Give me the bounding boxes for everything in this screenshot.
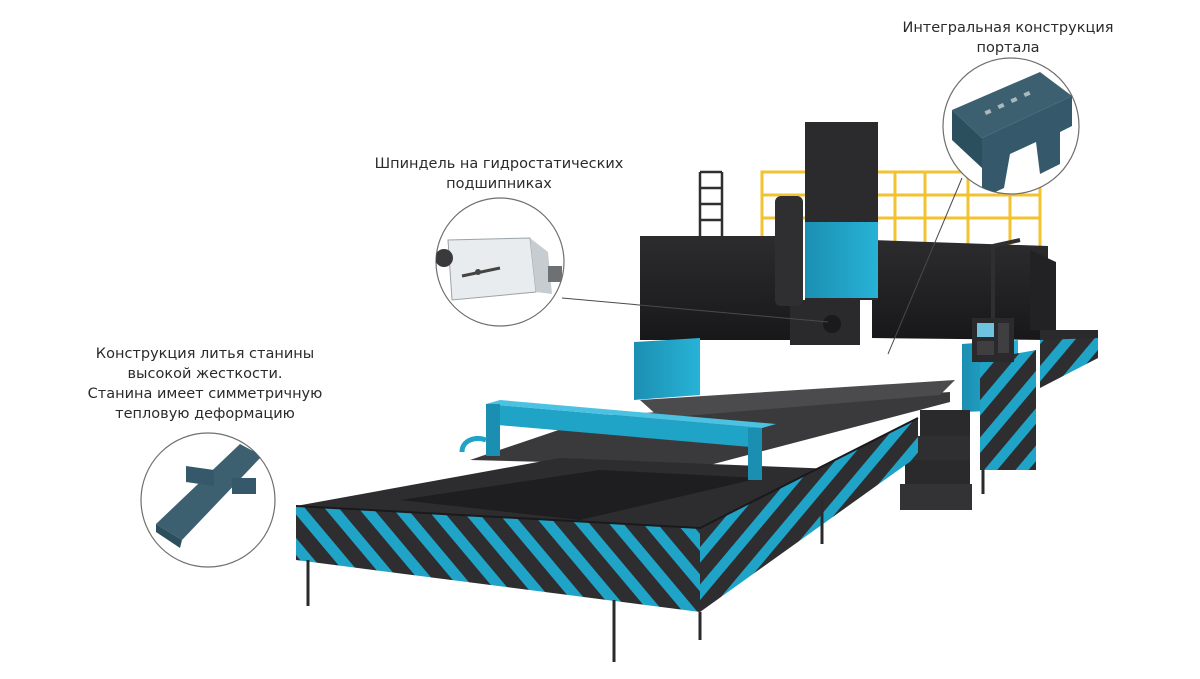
worktable-top	[640, 380, 955, 418]
spindle-callout-line1: Шпиндель на гидростатических	[374, 156, 624, 172]
portal-callout-line1: Интегральная конструкция	[902, 20, 1114, 36]
gantry-left-leg	[634, 338, 700, 400]
spindle-callout-line2: подшипниках	[446, 176, 552, 192]
cnc-control-panel	[972, 238, 1021, 362]
portal-casting-icon	[952, 72, 1072, 194]
ram-blue-band	[805, 222, 878, 298]
ram-counterweight	[775, 196, 803, 306]
portal-leader-line	[887, 177, 963, 355]
gantry-right-panel	[872, 240, 1048, 340]
portal-callout-label: Интегральная конструкция портала	[892, 18, 1124, 58]
bed-casting-icon	[156, 444, 262, 548]
bed-front-stripes	[296, 506, 700, 612]
gantry-beam-end	[1030, 250, 1056, 330]
bed-callout-line3: Станина имеет симметричную	[87, 386, 323, 402]
bed-callout-line2: высокой жесткости.	[127, 366, 283, 382]
spindle-detail-callout	[435, 197, 565, 327]
gantry-left-panel	[640, 236, 790, 340]
machine	[295, 122, 1098, 662]
bed-callout-line1: Конструкция литья станины	[95, 346, 315, 362]
bed-callout-line4: тепловую деформацию	[115, 406, 295, 422]
workpiece-plate	[400, 470, 760, 520]
access-steps	[900, 410, 972, 510]
bed-detail-callout	[140, 432, 276, 568]
spindle-leader-line	[561, 297, 829, 323]
ladder	[698, 170, 724, 238]
bed-callout-label: Конструкция литья станины высокой жестко…	[80, 344, 330, 424]
bed-side-stripes	[700, 418, 918, 612]
spindle-unit-icon	[436, 237, 562, 301]
blue-crossbeam	[459, 400, 776, 480]
spindle-callout-label: Шпиндель на гидростатических подшипниках	[364, 154, 634, 194]
table-legs	[306, 470, 985, 662]
right-chip-conveyor	[1040, 330, 1098, 388]
portal-detail-callout	[942, 57, 1080, 195]
portal-callout-line2: портала	[976, 40, 1040, 56]
right-leg-body	[980, 350, 1036, 470]
